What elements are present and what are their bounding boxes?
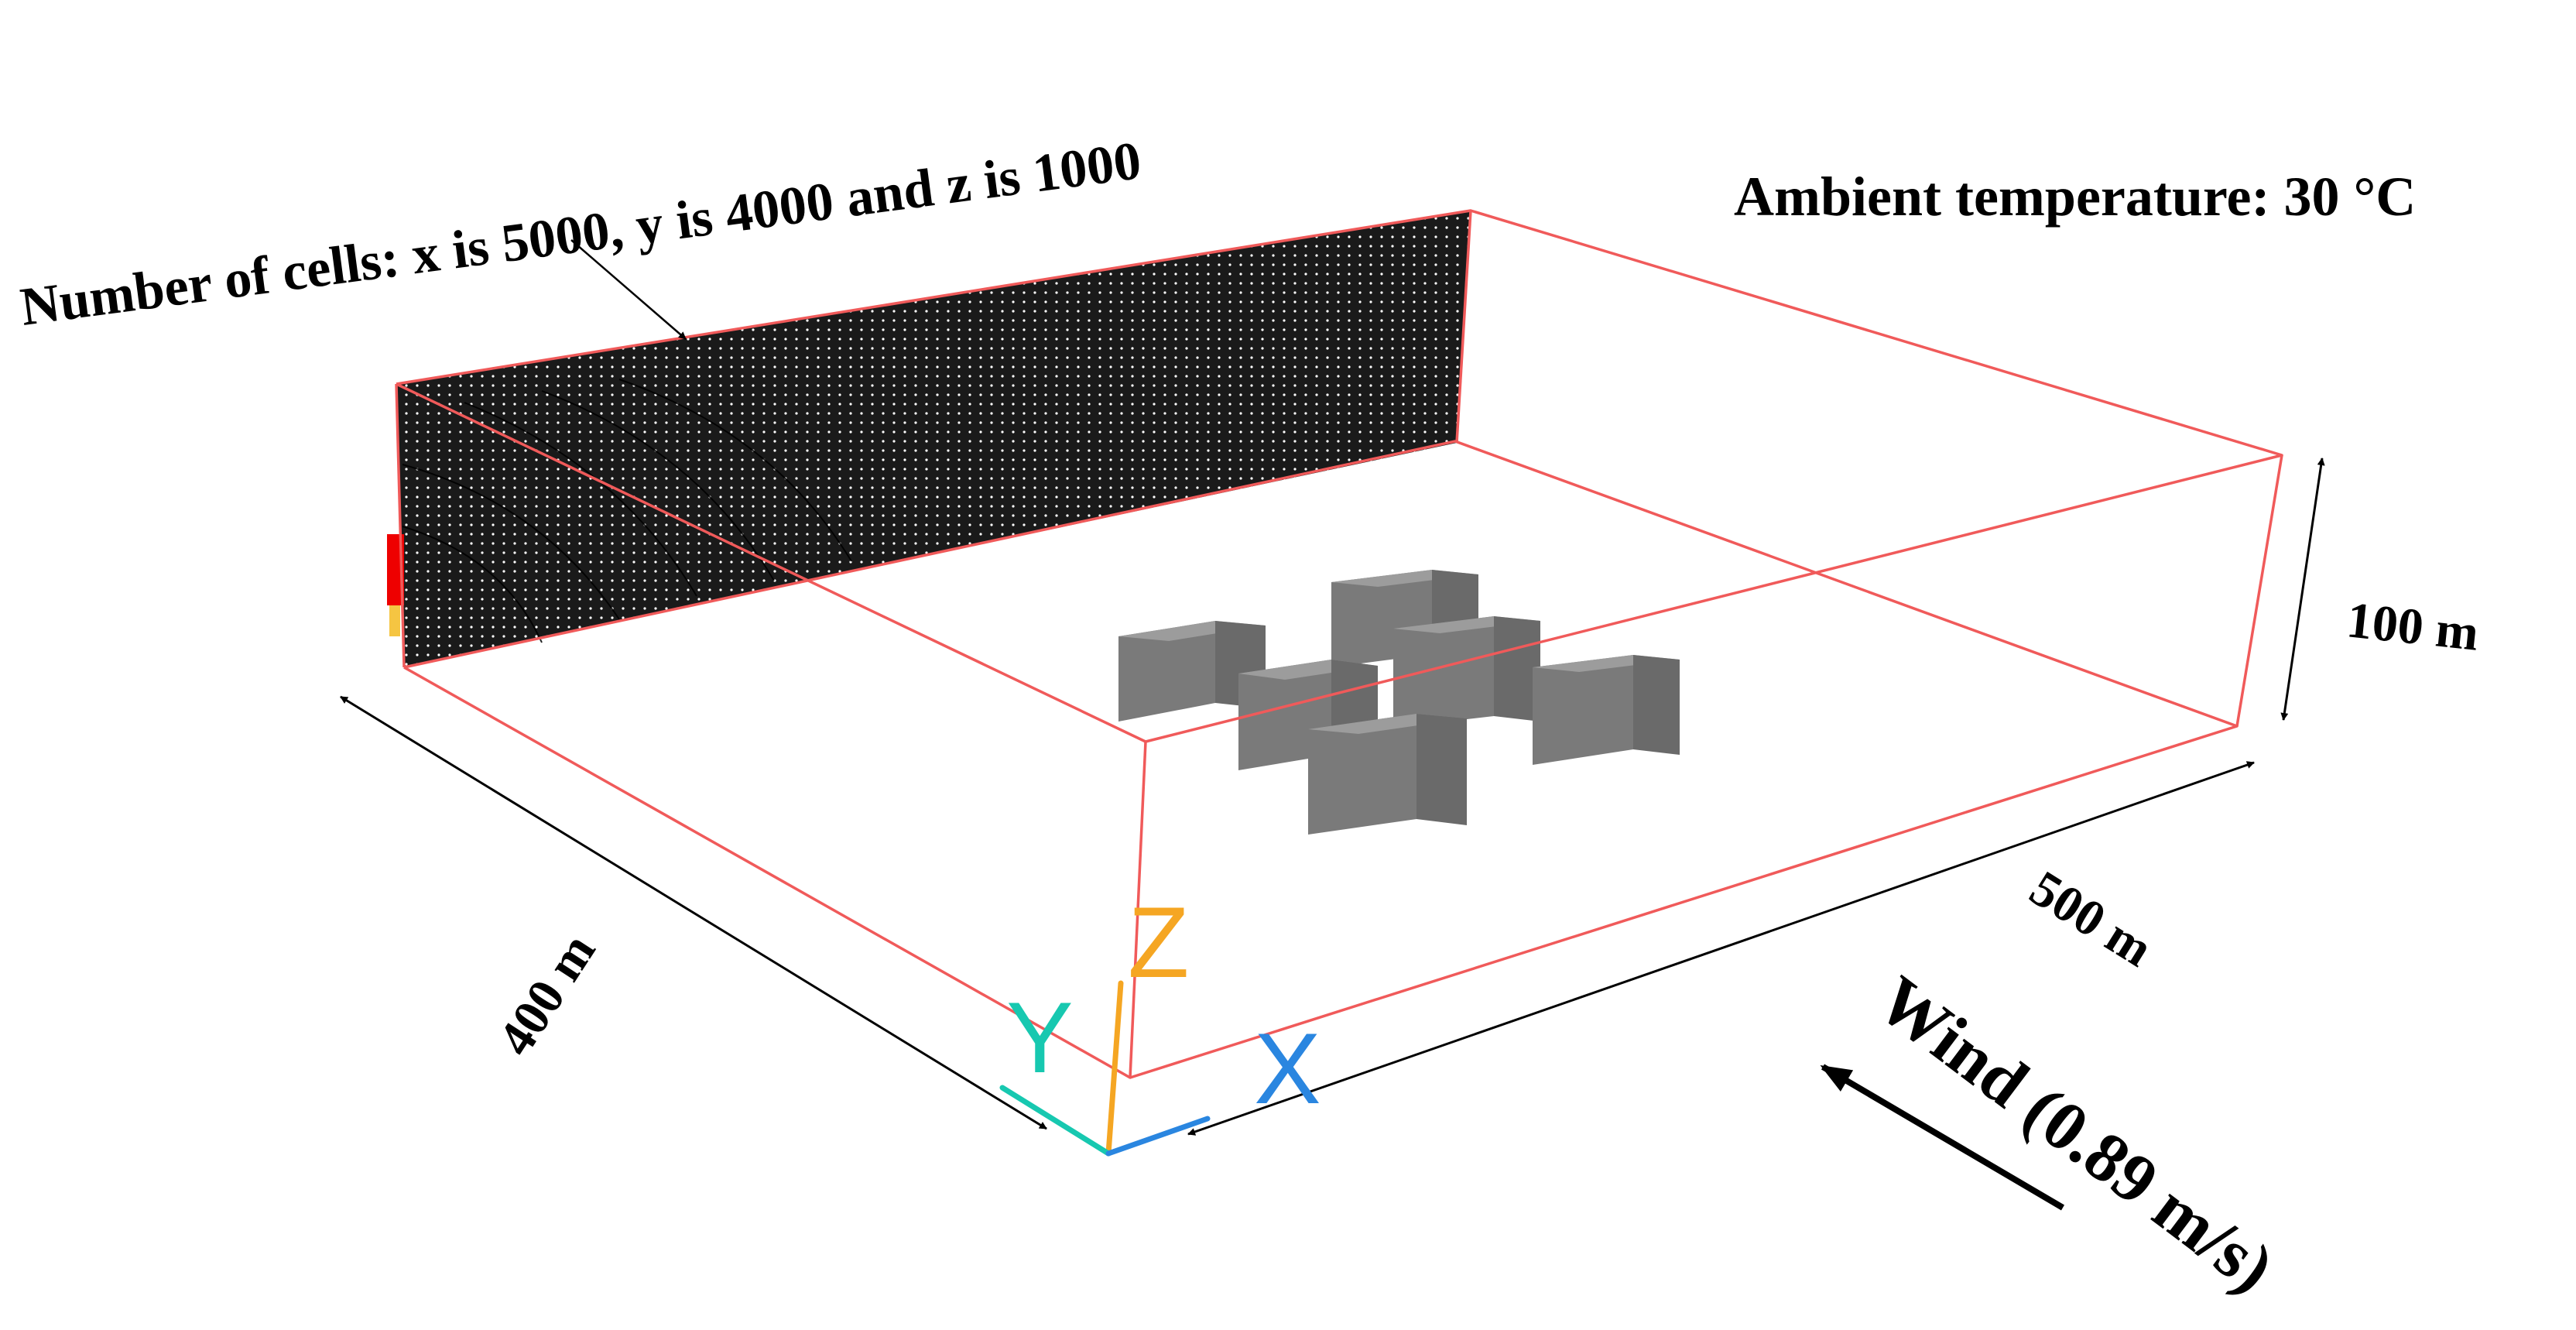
axis-y-line [999, 1085, 1112, 1157]
length-arrow [1187, 761, 2255, 1136]
axis-z-line [1105, 980, 1124, 1157]
axis-triad [999, 980, 1211, 1157]
width-arrow [340, 695, 1047, 1130]
ambient-temperature-label: Ambient temperature: 30 °C [1734, 166, 2416, 228]
axis-x-line [1105, 1116, 1211, 1157]
inlet-marker-base [389, 605, 400, 636]
wind-label: Wind (0.89 m/s) [1864, 962, 2287, 1308]
building [1393, 616, 1540, 728]
building [1308, 714, 1467, 835]
axis-y-label: Y [1006, 981, 1074, 1094]
cells-leader-arrow [570, 239, 687, 340]
wind-arrow [1820, 1064, 2065, 1211]
axis-z-label: Z [1128, 886, 1189, 999]
mesh-wall [396, 211, 1471, 667]
width-label: 400 m [487, 924, 606, 1065]
axis-x-label: X [1254, 1012, 1321, 1125]
building [1533, 655, 1680, 765]
height-label: 100 m [2344, 591, 2481, 661]
height-arrow [2280, 458, 2325, 721]
length-label: 500 m [2020, 860, 2162, 978]
